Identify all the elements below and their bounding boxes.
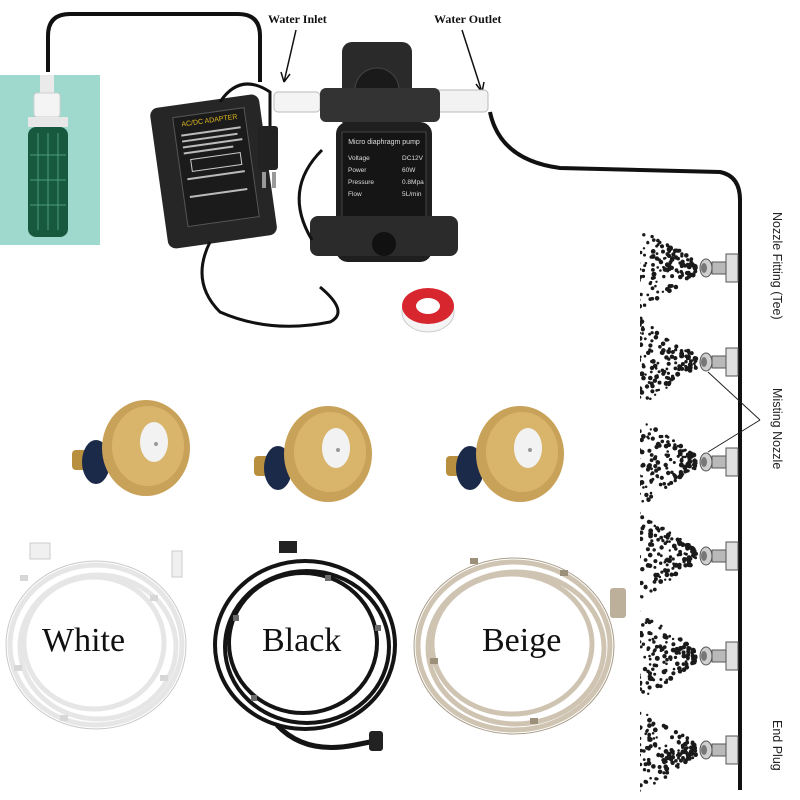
- filter-icon: [0, 75, 100, 245]
- power-adapter-icon: AC/DC ADAPTER: [150, 82, 340, 328]
- main-misting-line: [488, 111, 742, 790]
- mist-spray: [640, 711, 698, 792]
- misting-nozzle: [699, 546, 713, 566]
- tubing-coil-beige: [410, 548, 635, 738]
- tubing-coil-icon: [5, 542, 187, 730]
- tee-fitting-icon: [711, 641, 739, 671]
- misting-nozzle: [699, 352, 713, 372]
- pump-spec-key: Power: [348, 167, 367, 174]
- pump-spec-key: Voltage: [348, 155, 370, 162]
- nozzle-fitting-label: Nozzle Fitting (Tee): [770, 212, 784, 320]
- misting-nozzle: [699, 258, 713, 278]
- mist-spray: [640, 610, 698, 695]
- mist-spray: [640, 233, 698, 309]
- tubing-coil-icon: [413, 557, 626, 735]
- pump-spec-value: 0.8Mpa: [402, 179, 424, 186]
- mist-spray: [640, 423, 698, 503]
- teflon-tape: [398, 282, 458, 334]
- tee-fitting-icon: [711, 253, 739, 283]
- diaphragm-pump-icon: Micro diaphragm pump Voltage DC12V Power 6…: [273, 42, 489, 262]
- brass-nozzle-icon: [254, 406, 372, 502]
- pump-spec-value: DC12V: [402, 155, 424, 162]
- misting-nozzle-pointers: [707, 371, 761, 453]
- water-inlet-label: Water Inlet: [268, 12, 327, 26]
- pump-spec-key: Flow: [348, 191, 362, 198]
- tee-fitting-icon: [711, 447, 739, 477]
- mist-spray-icon: [640, 233, 739, 792]
- pump-spec-value: 5L/min: [402, 191, 422, 198]
- tubing-label: Beige: [482, 622, 562, 659]
- misting-nozzle: [699, 452, 713, 472]
- brass-nozzle-icon: [446, 406, 564, 502]
- brass-nozzle: [66, 392, 196, 502]
- tubing-label: Black: [262, 622, 342, 659]
- misting-diagram: [640, 210, 780, 800]
- inlet-arrow: [283, 29, 297, 83]
- tubing-coil-black: [205, 535, 405, 765]
- brass-nozzle: [248, 398, 378, 508]
- power-adapter: AC/DC ADAPTER: [150, 72, 360, 342]
- filter-panel: [0, 75, 100, 245]
- mist-spray: [640, 316, 699, 401]
- brass-nozzle-icon: [72, 400, 190, 496]
- pump-spec-value: 60W: [402, 167, 416, 174]
- tubing-coil-white: [0, 535, 200, 735]
- pump-spec-key: Pressure: [348, 179, 374, 186]
- brass-nozzle: [440, 398, 570, 508]
- mist-spray: [640, 511, 699, 599]
- tee-fitting-icon: [711, 541, 739, 571]
- end-plug-label: End Plug: [770, 720, 784, 771]
- end-plug: [711, 735, 739, 765]
- outlet-arrow: [461, 29, 483, 93]
- tubing-label: White: [42, 622, 126, 659]
- tubing-coil-icon: [213, 541, 397, 751]
- inlet-hose: [46, 12, 262, 82]
- water-outlet-label: Water Outlet: [434, 12, 502, 26]
- diaphragm-pump: Micro diaphragm pump Voltage DC12V Power 6…: [262, 40, 512, 280]
- misting-nozzle: [699, 740, 713, 760]
- misting-nozzle: [699, 646, 713, 666]
- teflon-tape-icon: [401, 288, 455, 333]
- pump-title: Micro diaphragm pump: [348, 139, 420, 146]
- tee-fitting-icon: [711, 347, 739, 377]
